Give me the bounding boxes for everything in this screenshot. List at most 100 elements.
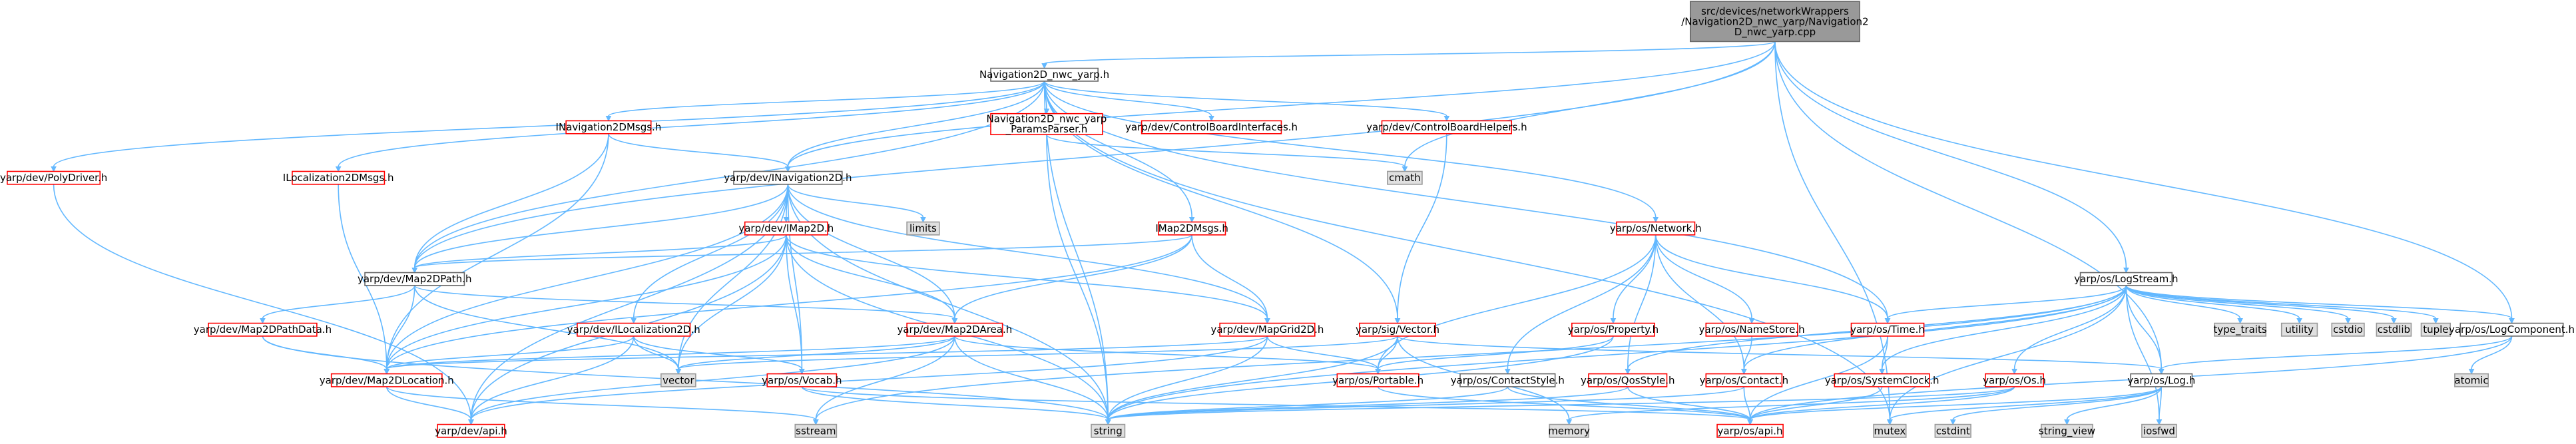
node-map2dpath[interactable]: yarp/dev/Map2DPath.h xyxy=(358,272,471,286)
node-label: yarp/dev/MapGrid2D.h xyxy=(1210,324,1324,335)
node-box xyxy=(1387,170,1423,185)
node-cbinterfaces[interactable]: yarp/dev/ControlBoardInterfaces.h xyxy=(1125,120,1298,134)
edge-mapgrid2d-to-map2dlocation xyxy=(384,335,1268,375)
node-box xyxy=(1336,373,1419,387)
node-iloc2d[interactable]: yarp/dev/ILocalization2D.h xyxy=(567,322,700,337)
node-vector[interactable]: vector xyxy=(660,373,696,387)
node-root[interactable]: src/devices/networkWrappers/Navigation2D… xyxy=(1681,1,1869,43)
edge-nav2d-to-iloc2d xyxy=(631,184,789,324)
node-ostime[interactable]: yarp/os/Time.h xyxy=(1850,322,1925,337)
node-atomic[interactable]: atomic xyxy=(2454,373,2489,387)
node-qosstyle[interactable]: yarp/os/QosStyle.h xyxy=(1581,373,1675,387)
node-paramsparser[interactable]: Navigation2D_nwc_yarp_ParamsParser.h xyxy=(987,113,1107,136)
node-label: iosfwd xyxy=(2143,425,2175,437)
node-network[interactable]: yarp/os/Network.h xyxy=(1610,221,1702,236)
node-cbhelpers[interactable]: yarp/dev/ControlBoardHelpers.h xyxy=(1366,120,1527,134)
node-label: yarp/os/NameStore.h xyxy=(1699,324,1805,335)
node-osos[interactable]: yarp/os/Os.h xyxy=(1983,373,2046,387)
node-nav2d[interactable]: yarp/dev/INavigation2D.h xyxy=(724,170,852,185)
node-box xyxy=(1873,423,1907,438)
edge-osos-to-string xyxy=(1105,386,2015,425)
node-map2dlocation[interactable]: yarp/dev/Map2DLocation.h xyxy=(320,373,454,387)
node-contact[interactable]: yarp/os/Contact.h xyxy=(1700,373,1789,387)
node-cstdio[interactable]: cstdio xyxy=(2331,322,2365,337)
edge-qosstyle-to-osapi xyxy=(1627,386,1753,425)
edge-logstream-to-typetraits xyxy=(2125,285,2243,324)
node-label: yarp/dev/PolyDriver.h xyxy=(0,172,107,184)
edge-imap2d-to-map2dpath xyxy=(411,234,787,274)
node-sigvector[interactable]: yarp/sig/Vector.h xyxy=(1356,322,1439,337)
node-box xyxy=(2454,373,2489,387)
edge-logstream-to-cstdlib xyxy=(2125,285,2397,324)
node-label: string_view xyxy=(2039,425,2095,437)
node-map2darea[interactable]: yarp/dev/Map2DArea.h xyxy=(897,322,1012,337)
node-map2dpathdata[interactable]: yarp/dev/Map2DPathData.h xyxy=(194,322,332,337)
node-label: string xyxy=(1094,425,1123,437)
edge-nwcyarp-to-network xyxy=(1043,81,1659,223)
node-label: IMap2DMsgs.h xyxy=(1155,222,1228,234)
node-label: yarp/os/Os.h xyxy=(1983,374,2046,386)
edge-nwcyarp-to-iloc2dmsgs xyxy=(335,81,1045,172)
edge-osos-to-memory xyxy=(1566,386,2015,425)
node-vocab[interactable]: yarp/os/Vocab.h xyxy=(762,373,842,387)
node-sstream[interactable]: sstream xyxy=(794,423,838,438)
node-stringview[interactable]: string_view xyxy=(2039,423,2095,438)
node-box xyxy=(1091,423,1126,438)
node-string[interactable]: string xyxy=(1091,423,1126,438)
node-contactstyle[interactable]: yarp/os/ContactStyle.h xyxy=(1451,373,1565,387)
node-portable[interactable]: yarp/os/Portable.h xyxy=(1332,373,1423,387)
node-inav2dmsgs[interactable]: INavigation2DMsgs.h xyxy=(556,120,662,134)
node-box xyxy=(2214,322,2267,337)
edge-root-to-cmath xyxy=(1402,41,1776,172)
node-namestore[interactable]: yarp/os/NameStore.h xyxy=(1699,322,1805,337)
node-label: yarp/dev/ControlBoardInterfaces.h xyxy=(1125,121,1298,133)
node-label: atomic xyxy=(2454,374,2488,386)
node-logcomponent[interactable]: yarp/os/LogComponent.h xyxy=(2449,322,2575,337)
node-oslog[interactable]: yarp/os/Log.h xyxy=(2127,373,2195,387)
node-box xyxy=(2280,322,2318,337)
node-limits[interactable]: limits xyxy=(906,221,940,236)
node-label: D_nwc_yarp.cpp xyxy=(1734,26,1816,39)
node-cmath[interactable]: cmath xyxy=(1387,170,1423,185)
edge-nwcyarp-to-cbinterfaces xyxy=(1043,81,1214,122)
node-label: src/devices/networkWrappers xyxy=(1701,5,1849,17)
node-label: yarp/os/Vocab.h xyxy=(762,374,842,386)
edge-nwcyarp-to-cbhelpers xyxy=(1043,81,1450,122)
node-iosfwd[interactable]: iosfwd xyxy=(2141,423,2177,438)
node-box xyxy=(2376,322,2412,337)
node-tuple[interactable]: tuple xyxy=(2420,322,2451,337)
node-box xyxy=(2331,322,2365,337)
node-label: Navigation2D_nwc_yarp xyxy=(987,113,1107,126)
edge-imap2dmsgs-to-map2dlocation xyxy=(384,234,1192,375)
node-label: yarp/dev/IMap2D.h xyxy=(738,222,834,234)
node-label: type_traits xyxy=(2214,324,2267,336)
node-memory[interactable]: memory xyxy=(1548,423,1590,438)
node-label: yarp/os/Portable.h xyxy=(1332,374,1423,386)
node-label: ILocalization2DMsgs.h xyxy=(283,172,394,184)
edge-root-to-nwcyarp xyxy=(1041,41,1776,69)
edge-map2dpath-to-map2darea xyxy=(413,285,958,324)
edge-oslog-to-mutex xyxy=(1887,386,2163,425)
node-label: mutex xyxy=(1874,425,1906,437)
node-cstdlib[interactable]: cstdlib xyxy=(2376,322,2412,337)
node-utility[interactable]: utility xyxy=(2280,322,2318,337)
edge-nwcyarp-to-imap2dmsgs xyxy=(1043,81,1195,223)
node-imap2dmsgs[interactable]: IMap2DMsgs.h xyxy=(1155,221,1228,236)
node-property[interactable]: yarp/os/Property.h xyxy=(1568,322,1659,337)
node-box xyxy=(1689,1,1860,43)
node-cstdint[interactable]: cstdint xyxy=(1934,423,1971,438)
node-logstream[interactable]: yarp/os/LogStream.h xyxy=(2074,272,2178,286)
node-nwcyarp[interactable]: Navigation2D_nwc_yarp.h xyxy=(979,67,1109,82)
node-mapgrid2d[interactable]: yarp/dev/MapGrid2D.h xyxy=(1210,322,1324,337)
edge-logstream-to-systemclock xyxy=(1879,285,2127,375)
node-systemclock[interactable]: yarp/os/SystemClock.h xyxy=(1825,373,1939,387)
node-iloc2dmsgs[interactable]: ILocalization2DMsgs.h xyxy=(283,170,394,185)
node-devapi[interactable]: yarp/dev/api.h xyxy=(435,423,507,438)
node-mutex[interactable]: mutex xyxy=(1873,423,1907,438)
node-label: INavigation2DMsgs.h xyxy=(556,121,662,133)
node-osapi[interactable]: yarp/os/api.h xyxy=(1716,423,1784,438)
node-imap2d[interactable]: yarp/dev/IMap2D.h xyxy=(738,221,834,236)
node-polydriver[interactable]: yarp/dev/PolyDriver.h xyxy=(0,170,107,185)
node-typetraits[interactable]: type_traits xyxy=(2214,322,2267,337)
